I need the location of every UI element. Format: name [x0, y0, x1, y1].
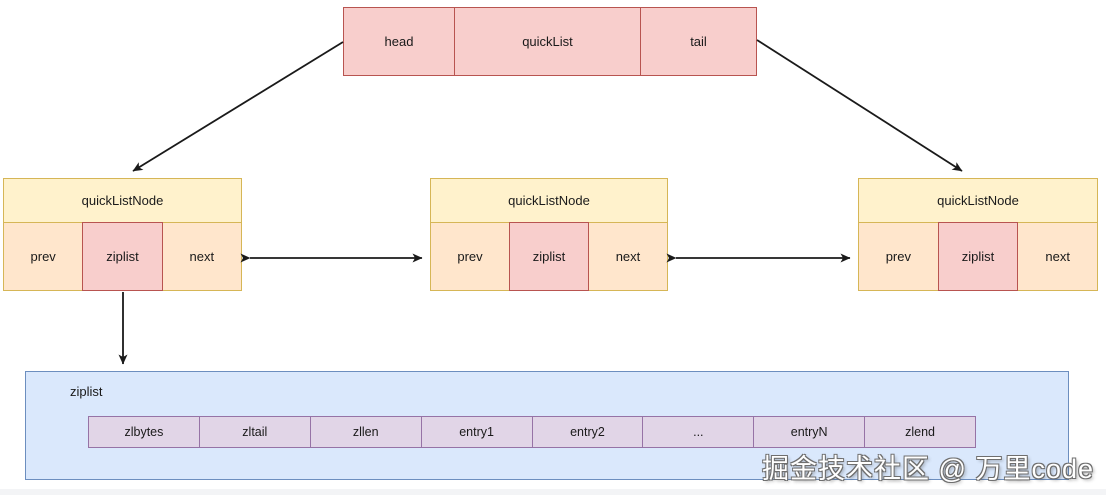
quicklist-title-cell: quickList — [454, 8, 641, 75]
node-prev-cell: prev — [4, 223, 83, 290]
ziplist-entry2-cell: entry2 — [531, 417, 643, 447]
page-bottom-edge — [0, 489, 1106, 495]
ziplist-container: ziplist zlbytes zltail zllen entry1 entr… — [25, 371, 1069, 480]
node-prev-cell: prev — [431, 223, 509, 290]
node-body: prev ziplist next — [4, 222, 241, 291]
node-ziplist-cell: ziplist — [82, 222, 163, 291]
ziplist-entry1-cell: entry1 — [420, 417, 532, 447]
node-title: quickListNode — [431, 179, 667, 223]
quicklist-tail-cell: tail — [690, 34, 707, 49]
quicklist-head-cell: head — [384, 34, 414, 49]
node-ziplist-cell: ziplist — [509, 222, 589, 291]
arrow-tail-to-last-node — [756, 39, 963, 172]
ziplist-zltail-cell: zltail — [198, 417, 310, 447]
node-ziplist-cell: ziplist — [937, 222, 1019, 291]
node-next-cell: next — [1018, 223, 1098, 290]
node-title: quickListNode — [859, 179, 1097, 223]
ziplist-ellipsis-cell: ... — [642, 417, 753, 447]
node-next-cell: next — [162, 223, 241, 290]
ziplist-zllen-cell: zllen — [309, 417, 421, 447]
arrow-head-to-first-node — [132, 41, 344, 172]
ziplist-zlbytes-cell: zlbytes — [124, 425, 164, 439]
node-prev-cell: prev — [859, 223, 938, 290]
quicklistnode-middle: quickListNode prev ziplist next — [430, 178, 668, 291]
node-body: prev ziplist next — [859, 222, 1098, 291]
quicklist-box: head quickList tail — [343, 7, 757, 76]
ziplist-zlend-cell: zlend — [864, 417, 975, 447]
quicklistnode-right: quickListNode prev ziplist next — [858, 178, 1098, 291]
quicklistnode-left: quickListNode prev ziplist next — [3, 178, 242, 291]
ziplist-entryN-cell: entryN — [753, 417, 864, 447]
watermark: 掘金技术社区 @ 万里code — [762, 454, 1094, 484]
ziplist-cells-row: zlbytes zltail zllen entry1 entry2 ... e… — [88, 416, 976, 448]
ziplist-label: ziplist — [70, 384, 103, 399]
node-next-cell: next — [589, 223, 667, 290]
node-title: quickListNode — [4, 179, 241, 223]
node-body: prev ziplist next — [431, 222, 667, 291]
